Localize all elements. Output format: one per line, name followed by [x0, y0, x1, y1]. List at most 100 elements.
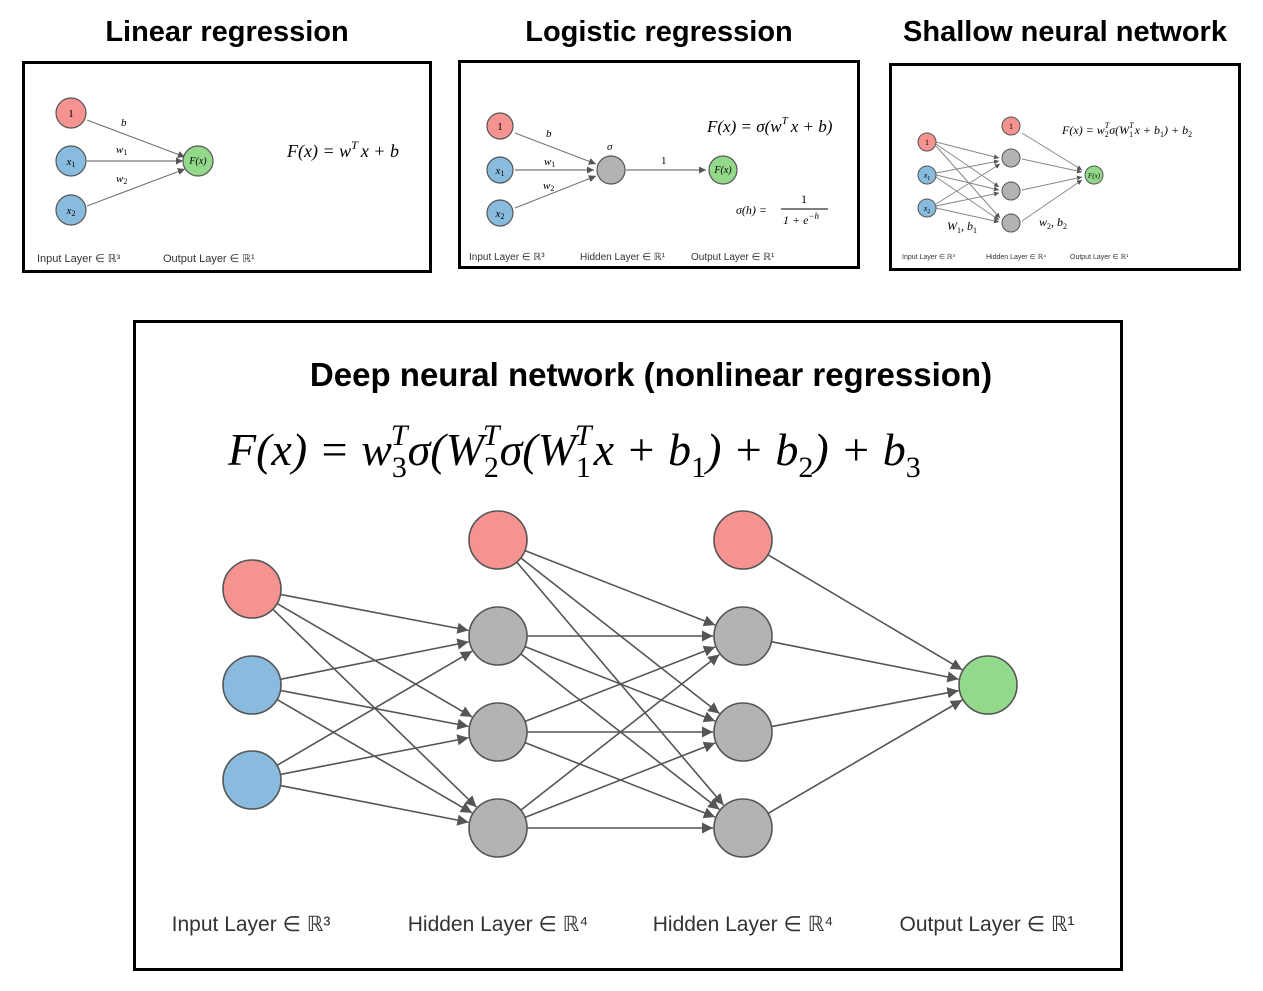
- edge-in-hid: [935, 176, 1000, 221]
- logistic-layer-output: Output Layer ∈ ℝ¹: [691, 252, 775, 263]
- deep-edge: [280, 784, 469, 826]
- edge-hid-out: [1021, 179, 1083, 222]
- shallow-panel: 1 1 x1 x2 F(x) F(x) = w2Tσ(W1Tx + b1) + …: [889, 63, 1241, 271]
- deep-node-hidden2-hidden-2: [713, 702, 773, 762]
- edge-hid-out: [1021, 158, 1083, 174]
- output-node: [182, 145, 214, 177]
- edge-label-b: b: [546, 128, 552, 140]
- x2-node-label: x2: [495, 208, 505, 221]
- deep-layer-output: Output Layer ∈ ℝ¹: [900, 913, 1075, 936]
- deep-edge: [280, 734, 469, 776]
- output-node: [708, 155, 738, 185]
- deep-node-hidden1-hidden-1: [468, 606, 528, 666]
- edge-x2-hidden: [514, 175, 597, 209]
- deep-node-input-bias-0: [222, 559, 282, 619]
- input-node-x2: [55, 194, 87, 226]
- shallow-layer-hidden: Hidden Layer ∈ ℝ⁴: [986, 253, 1046, 261]
- deep-edge: [767, 554, 963, 671]
- edge-in-hid: [935, 159, 1000, 174]
- edge-hid-out: [1021, 132, 1083, 171]
- deep-layer-hidden-2: Hidden Layer ∈ ℝ⁴: [653, 913, 834, 936]
- bias-node: [486, 112, 514, 140]
- deep-nodes: [222, 510, 1018, 858]
- edge-bias-hidden: [514, 132, 597, 165]
- sigmoid-lhs: σ(h) =: [736, 203, 767, 217]
- edge-in-hid: [935, 143, 1000, 188]
- sigmoid-numerator: 1: [801, 192, 807, 206]
- input-node-x2: [917, 198, 937, 218]
- edge-label-w2: w2: [543, 180, 554, 193]
- deep-title: Deep neural network (nonlinear regressio…: [310, 356, 992, 393]
- logistic-edges: [514, 132, 706, 209]
- deep-edge: [520, 653, 720, 811]
- bias-node-hidden: [1001, 116, 1021, 136]
- shallow-params-w2-b2: w2, b2: [1039, 215, 1067, 231]
- hidden-node: [596, 155, 626, 185]
- linear-layer-output: Output Layer ∈ ℝ¹: [163, 253, 255, 265]
- edge-hid-out: [1021, 175, 1083, 191]
- deep-diagram: Deep neural network (nonlinear regressio…: [172, 356, 1075, 936]
- x1-node-label: x1: [495, 165, 505, 178]
- bias-node-input: [917, 132, 937, 152]
- shallow-params-W1-b1: W1, b1: [947, 219, 977, 235]
- edge-label-w1: w1: [116, 144, 127, 157]
- edge-in-hid: [935, 174, 1000, 192]
- edge-label-w1: w1: [544, 156, 555, 169]
- input-node-x1: [917, 165, 937, 185]
- x1-node-label: x1: [66, 156, 76, 169]
- bias-node-label: 1: [497, 121, 503, 133]
- input-node-x1: [55, 145, 87, 177]
- edge-in-hid: [935, 141, 1000, 160]
- logistic-layer-input: Input Layer ∈ ℝ³: [469, 252, 545, 263]
- hidden-node-3: [1001, 213, 1021, 233]
- bias-input-label: 1: [925, 138, 929, 147]
- shallow-layer-input: Input Layer ∈ ℝ³: [902, 253, 956, 261]
- output-node: [1084, 165, 1104, 185]
- linear-edges: [86, 119, 186, 207]
- deep-node-output-output-0: [958, 655, 1018, 715]
- edge-label-sigma: σ: [607, 141, 613, 153]
- x1-node-label: x1: [923, 171, 931, 182]
- deep-edge: [771, 640, 959, 683]
- shallow-edges: [935, 132, 1083, 224]
- edge-bias-out: [86, 119, 186, 158]
- bias-hidden-label: 1: [1009, 122, 1013, 131]
- deep-layer-input: Input Layer ∈ ℝ³: [172, 913, 331, 936]
- deep-edge: [280, 593, 469, 634]
- edge-label-w2: w2: [116, 173, 127, 186]
- deep-edge: [524, 549, 716, 627]
- input-node-x2: [486, 199, 514, 227]
- deep-node-hidden1-bias-0: [468, 510, 528, 570]
- deep-node-input-input-2: [222, 750, 282, 810]
- deep-node-hidden1-hidden-2: [468, 702, 528, 762]
- deep-edge: [280, 638, 469, 681]
- hidden-node-2: [1001, 181, 1021, 201]
- edge-in-hid: [935, 163, 1001, 205]
- bias-node-label: 1: [68, 108, 74, 120]
- deep-node-hidden2-hidden-3: [713, 798, 773, 858]
- deep-edge: [524, 645, 716, 723]
- deep-layer-hidden-1: Hidden Layer ∈ ℝ⁴: [408, 913, 589, 936]
- output-node-label: F(x): [1087, 172, 1101, 180]
- edge-label-b: b: [121, 117, 127, 129]
- edge-in-hid: [935, 191, 1000, 207]
- shallow-diagram: 1 1 x1 x2 F(x) F(x) = w2Tσ(W1Tx + b1) + …: [902, 116, 1192, 261]
- shallow-layer-output: Output Layer ∈ ℝ¹: [1070, 253, 1129, 261]
- deep-node-input-input-1: [222, 655, 282, 715]
- output-node-label: F(x): [188, 156, 207, 167]
- logistic-layer-hidden: Hidden Layer ∈ ℝ¹: [580, 252, 666, 263]
- shallow-equation: F(x) = w2Tσ(W1Tx + b1) + b2: [1061, 121, 1192, 139]
- deep-equation: F(x) = w3Tσ(W2Tσ(W1Tx + b1) + b2) + b3: [227, 419, 921, 484]
- edge-in-hid: [935, 207, 1000, 224]
- deep-edge: [276, 650, 473, 767]
- deep-node-hidden2-hidden-1: [713, 606, 773, 666]
- deep-node-hidden2-bias-0: [713, 510, 773, 570]
- edge-in-hid: [935, 145, 1001, 219]
- sigmoid-denominator: 1 + e−h: [783, 211, 820, 227]
